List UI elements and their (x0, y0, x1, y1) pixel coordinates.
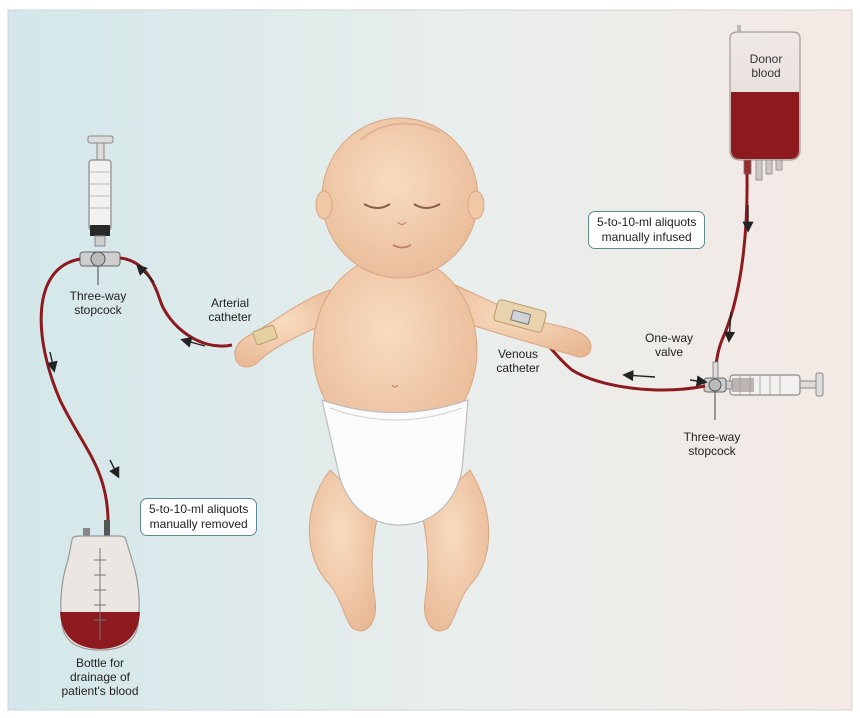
donor-blood-bag (730, 25, 800, 180)
drainage-bottle-label: Bottle for drainage of patient's blood (58, 656, 142, 698)
removed-callout: 5-to-10-ml aliquots manually removed (140, 498, 257, 536)
arterial-catheter-label: Arterial catheter (200, 296, 260, 324)
venous-catheter-label: Venous catheter (488, 347, 548, 375)
head (322, 118, 478, 278)
three-way-stopcock-right-label: Three-way stopcock (676, 430, 748, 458)
one-way-valve-label: One-way valve (638, 331, 700, 359)
donor-blood-label: Donor blood (738, 52, 794, 80)
infused-callout: 5-to-10-ml aliquots manually infused (588, 211, 705, 249)
three-way-stopcock-left-label: Three-way stopcock (62, 289, 134, 317)
